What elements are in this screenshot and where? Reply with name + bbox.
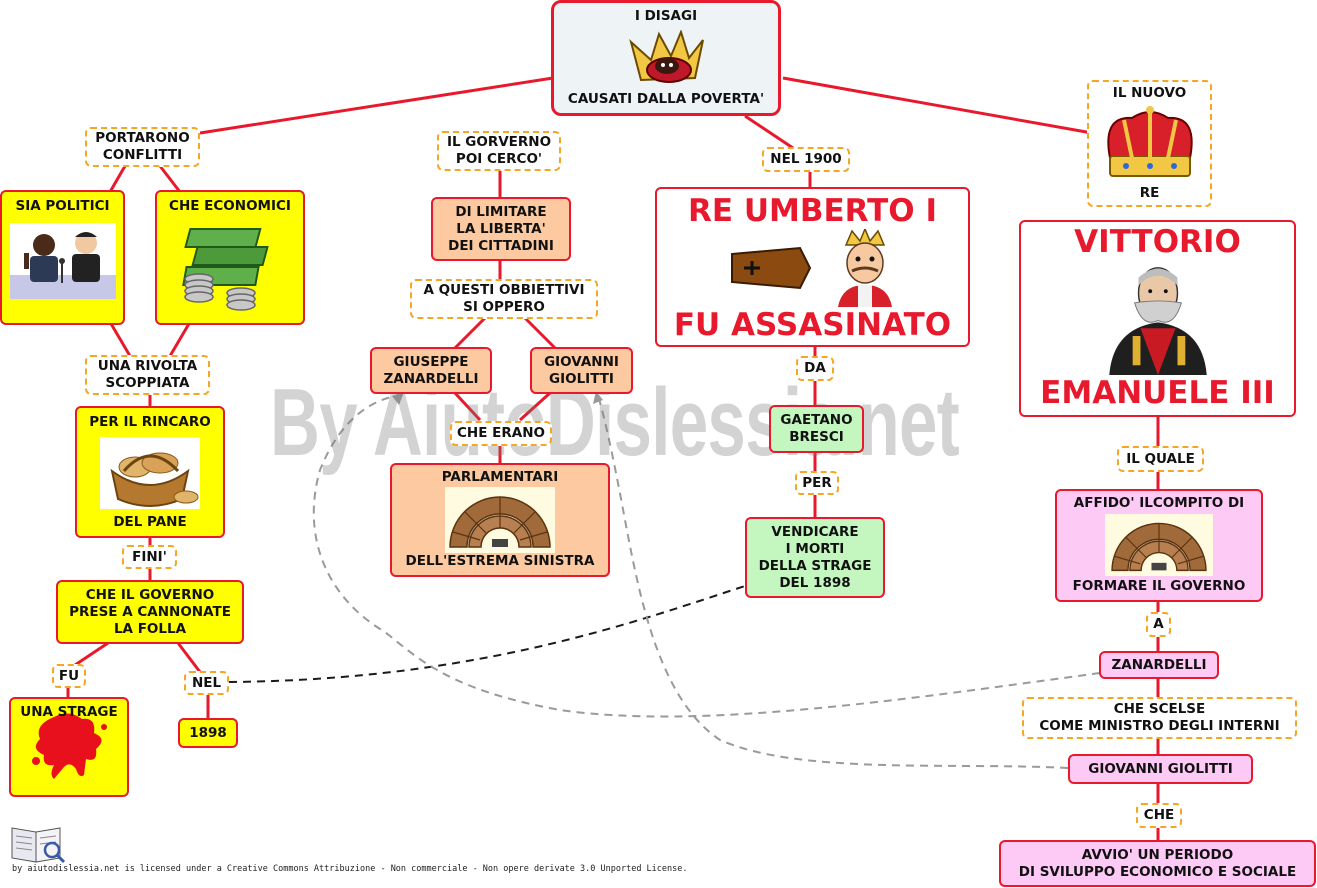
link-oppero: A QUESTI OBBIETTIVI SI OPPERO — [410, 279, 598, 319]
root-title: I DISAGI — [634, 8, 698, 24]
umberto-title: RE UMBERTO I — [688, 193, 937, 229]
crown-icon — [629, 30, 704, 83]
money-stack-icon — [182, 228, 269, 311]
avenge-node: VENDICARE I MORTI DELLA STRAGE DEL 1898 — [745, 517, 885, 598]
vittorio-node: VITTORIO EMANUELE III — [1019, 220, 1296, 417]
link-che-erano: CHE ERANO — [450, 421, 552, 446]
giolitti-node-right: GIOVANNI GIOLITTI — [1068, 754, 1253, 784]
license-footer: by aiutodislessia.net is licensed under … — [12, 864, 688, 874]
coffin-icon — [730, 246, 811, 290]
link-il-quale: IL QUALE — [1117, 446, 1204, 472]
political-label: SIA POLITICI — [15, 198, 110, 214]
king-cartoon-icon — [837, 229, 892, 307]
new-king-bottom-label: RE — [1139, 185, 1160, 201]
vittorio-subtitle: EMANUELE III — [1040, 375, 1275, 411]
giolitti-node: GIOVANNI GIOLITTI — [530, 347, 633, 394]
cannons-node: CHE IL GOVERNO PRESE A CANNONATE LA FOLL… — [56, 580, 244, 644]
root-subtitle: CAUSATI DALLA POVERTA' — [567, 91, 765, 107]
bread-bottom-label: DEL PANE — [113, 514, 187, 530]
year-node: 1898 — [178, 718, 238, 748]
bresci-node: GAETANO BRESCI — [769, 405, 864, 453]
parliament-hemicycle-icon — [1105, 514, 1213, 576]
parliament-node: PARLAMENTARI DELL'ESTREMA SINISTRA — [390, 463, 610, 577]
zanardelli-node-right: ZANARDELLI — [1099, 651, 1219, 679]
parliament-top-label: PARLAMENTARI — [441, 469, 559, 485]
link-nel-1900: NEL 1900 — [762, 147, 850, 172]
political-node: SIA POLITICI — [0, 190, 125, 325]
zanardelli-node: GIUSEPPE ZANARDELLI — [370, 347, 492, 394]
link-governo-cerco: IL GORVERNO POI CERCO' — [437, 131, 561, 171]
link-nel: NEL — [184, 671, 229, 695]
parliament-hemicycle-icon — [445, 486, 555, 553]
economic-label: CHE ECONOMICI — [169, 198, 291, 214]
massacre-node: UNA STRAGE — [9, 697, 129, 797]
book-logo-icon — [11, 827, 66, 864]
new-king-top-label: IL NUOVO — [1112, 85, 1187, 101]
umberto-subtitle: FU ASSASINATO — [673, 307, 952, 343]
king-portrait-icon — [1108, 267, 1207, 375]
massacre-label: UNA STRAGE — [20, 704, 118, 720]
limit-node: DI LIMITARE LA LIBERTA' DEI CITTADINI — [431, 197, 571, 261]
link-fu: FU — [52, 664, 86, 688]
bread-top-label: PER IL RINCARO — [89, 414, 211, 430]
economic-node: CHE ECONOMICI — [155, 190, 305, 325]
link-portarono-conflitti: PORTARONO CONFLITTI — [85, 127, 200, 167]
royal-crown-icon — [1106, 105, 1193, 177]
task-top-label: AFFIDO' ILCOMPITO DI — [1073, 495, 1245, 511]
link-per: PER — [795, 471, 839, 495]
parliament-bottom-label: DELL'ESTREMA SINISTRA — [405, 553, 595, 569]
vittorio-title: VITTORIO — [1074, 224, 1241, 260]
root-node: I DISAGI CAUSATI DALLA POVERTA' — [551, 0, 781, 116]
link-fini: FINI' — [122, 545, 177, 569]
link-che-scelse: CHE SCELSE COME MINISTRO DEGLI INTERNI — [1022, 697, 1297, 739]
link-da: DA — [796, 356, 834, 381]
task-node: AFFIDO' ILCOMPITO DI FORMARE IL GOVERNO — [1055, 489, 1263, 602]
link-a: A — [1146, 612, 1171, 637]
period-node: AVVIO' UN PERIODO DI SVILUPPO ECONOMICO … — [999, 840, 1316, 887]
new-king-node: IL NUOVO RE — [1087, 80, 1212, 207]
blood-splatter-icon — [32, 713, 107, 779]
link-che: CHE — [1136, 803, 1182, 828]
bread-node: PER IL RINCARO DEL PANE — [75, 406, 225, 538]
task-bottom-label: FORMARE IL GOVERNO — [1072, 578, 1246, 594]
umberto-node: RE UMBERTO I FU ASSASINATO — [655, 187, 970, 347]
link-rivolta-scoppiata: UNA RIVOLTA SCOPPIATA — [85, 355, 210, 395]
politicians-debate-icon — [9, 223, 116, 299]
bread-basket-icon — [100, 436, 200, 509]
